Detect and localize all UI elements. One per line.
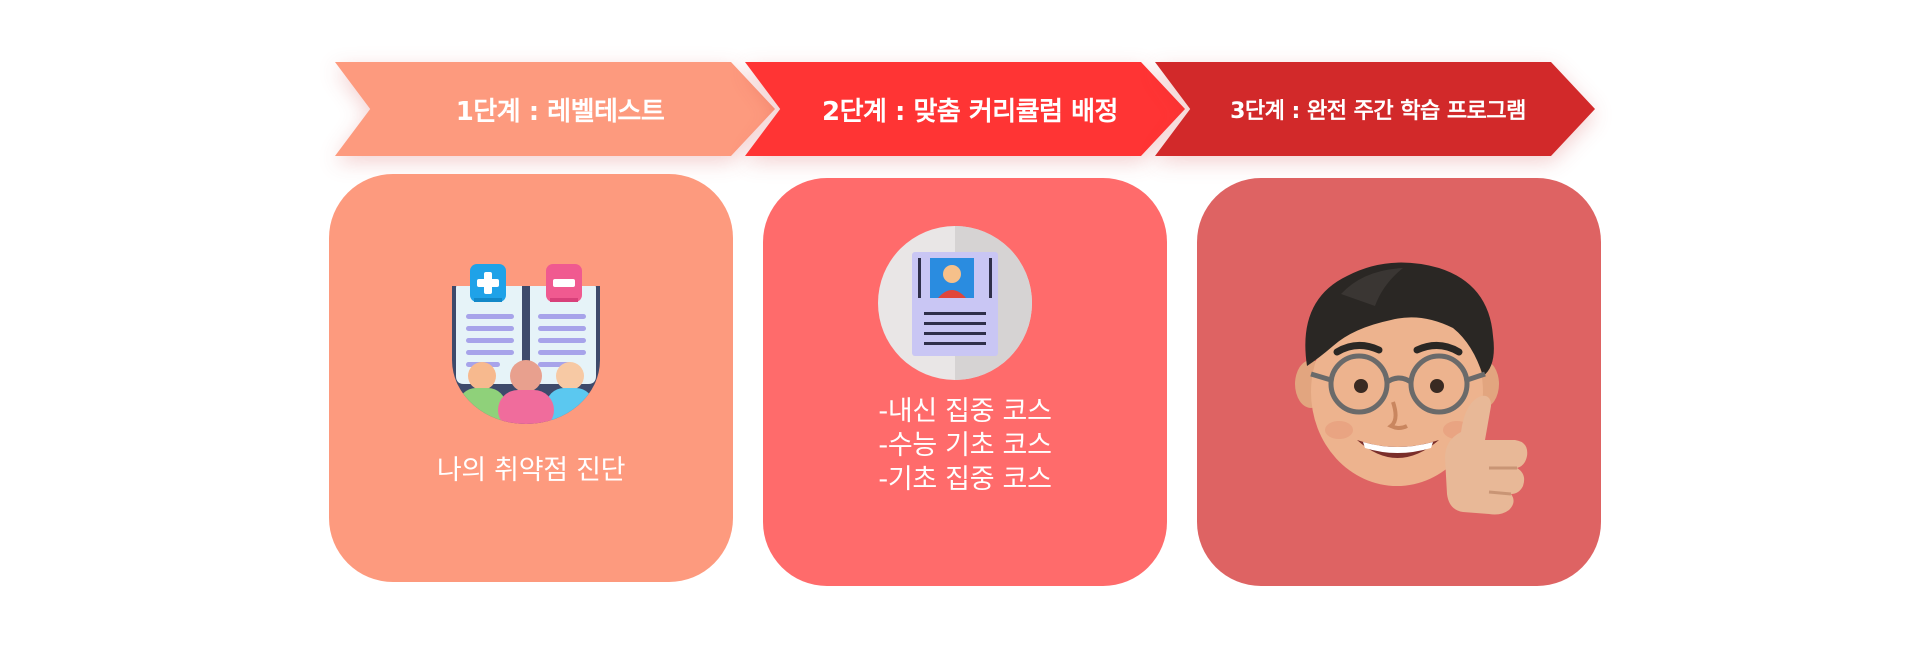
step-3-label: 3단계 : 완전 주간 학습 프로그램	[1230, 99, 1526, 124]
step-2-arrow-shape	[745, 62, 1185, 156]
step-2-arrow: 2단계 : 맞춤 커리큘럼 배정	[745, 62, 1185, 156]
step-1-arrow-shape	[335, 62, 775, 156]
step-1-label: 1단계 : 레벨테스트	[455, 96, 665, 127]
course-line-2: -수능 기초 코스	[878, 430, 1052, 461]
step-2-card: -내신 집중 코스 -수능 기초 코스 -기초 집중 코스	[763, 178, 1167, 586]
step-2-label: 2단계 : 맞춤 커리큘럼 배정	[822, 96, 1118, 127]
step-1-card: 나의 취약점 진단	[329, 174, 733, 582]
profile-document-icon	[878, 226, 1032, 380]
step-3-arrow-shape	[1155, 62, 1595, 156]
open-book-students-icon	[452, 264, 600, 424]
step-2-card-text: -내신 집중 코스 -수능 기초 코스 -기초 집중 코스	[763, 395, 1167, 497]
step-3-arrow: 3단계 : 완전 주간 학습 프로그램	[1155, 62, 1595, 156]
thumbs-up-memoji-icon	[1295, 262, 1528, 515]
course-line-3: -기초 집중 코스	[878, 464, 1052, 495]
course-line-1: -내신 집중 코스	[878, 396, 1052, 427]
step-1-arrow: 1단계 : 레벨테스트	[335, 62, 775, 156]
step-3-card	[1197, 178, 1601, 586]
step-1-card-text: 나의 취약점 진단	[436, 455, 626, 486]
